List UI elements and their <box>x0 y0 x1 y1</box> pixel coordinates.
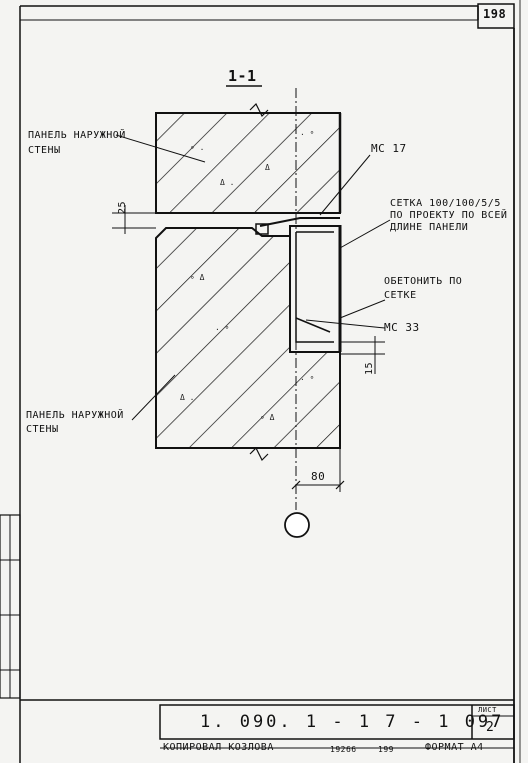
label-concrete-line1: ОБЕТОНИТЬ ПО <box>384 276 463 287</box>
dimension-gap <box>112 205 156 234</box>
label-mg17: МС 17 <box>371 142 407 155</box>
section-title: 1-1 <box>228 67 257 85</box>
footer-number: 199 <box>378 745 394 754</box>
label-panel-bottom-line1: ПАНЕЛЬ НАРУЖНОЙ <box>26 410 124 421</box>
dimension-gap-value: 25 <box>117 200 128 214</box>
title-block <box>159 704 515 749</box>
break-marks <box>249 102 269 462</box>
svg-text:. ∘: . ∘ <box>300 128 314 137</box>
label-mg33: МС 33 <box>384 321 420 334</box>
drawing-code: 1. 090. 1 - 1 7 - 1 097 <box>200 712 505 732</box>
sheet-label: ЛИСТ <box>478 706 497 714</box>
label-panel-bottom-line2: СТЕНЫ <box>26 424 59 435</box>
svg-text:∘ Δ: ∘ Δ <box>190 273 205 282</box>
dimension-axis <box>291 448 345 492</box>
svg-text:Δ .: Δ . <box>180 393 194 402</box>
page-number: 198 <box>483 7 507 21</box>
bottom-wall-panel: ∘ Δ . ∘ Δ . ∘ Δ . ∘ <box>155 227 341 449</box>
leader-lines <box>115 134 391 421</box>
dimension-offset <box>340 336 385 374</box>
label-mesh-line2: ПО ПРОЕКТУ ПО ВСЕЙ <box>390 210 508 221</box>
dimension-offset-value: 15 <box>364 361 375 375</box>
label-mesh-line3: ДЛИНЕ ПАНЕЛИ <box>390 222 469 233</box>
label-panel-top-line1: ПАНЕЛЬ НАРУЖНОЙ <box>28 130 126 141</box>
footer-copied-by: КОПИРОВАЛ КОЗЛОВА <box>163 742 274 753</box>
svg-text:Δ: Δ <box>265 163 270 172</box>
label-mesh-line1: СЕТКА 100/100/5/5 <box>390 198 501 209</box>
sheet-number: 2 <box>486 720 495 735</box>
label-panel-top-line2: СТЕНЫ <box>28 145 61 156</box>
label-concrete-line2: СЕТКЕ <box>384 290 417 301</box>
svg-text:∘ .: ∘ . <box>190 143 204 152</box>
axis-line <box>284 88 310 538</box>
binding-strip <box>0 514 21 699</box>
svg-text:. ∘: . ∘ <box>215 323 229 332</box>
svg-text:Δ .: Δ . <box>220 178 234 187</box>
footer-order-no: 19266 <box>330 745 357 754</box>
svg-text:∘ Δ: ∘ Δ <box>260 413 275 422</box>
svg-text:. ∘: . ∘ <box>300 373 314 382</box>
dimension-axis-value: 80 <box>311 470 326 483</box>
footer-format: ФОРМАТ А4 <box>425 742 484 753</box>
top-wall-panel: ∘ . Δ . . ∘ Δ <box>155 112 342 214</box>
